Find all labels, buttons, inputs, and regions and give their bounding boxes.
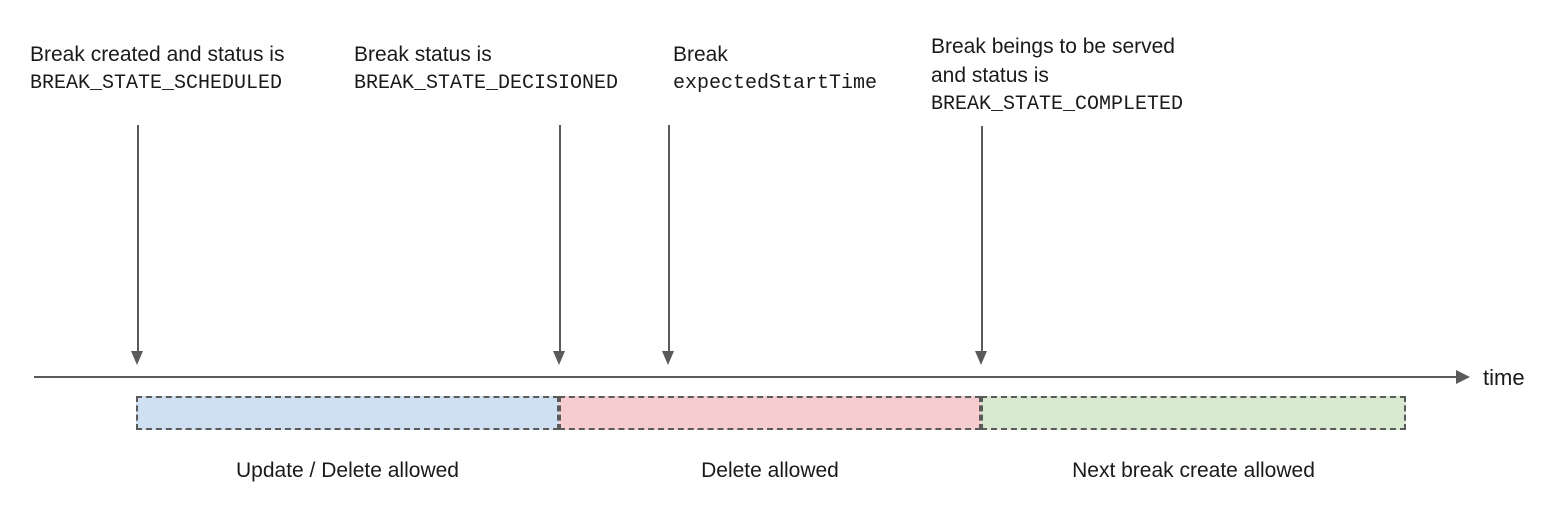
event-label-line: BREAK_STATE_COMPLETED	[931, 93, 1184, 116]
event-label-line: BREAK_STATE_SCHEDULED	[30, 72, 283, 95]
event-label-line: Break beings to be served	[931, 35, 1175, 58]
event-label-line: Break status is	[354, 43, 492, 66]
event-label-completed: Break beings to be served and status is …	[931, 32, 1183, 119]
phase-caption-next-break-create: Next break create allowed	[1072, 459, 1315, 482]
arrow-head	[131, 351, 143, 365]
arrow-head	[975, 351, 987, 365]
arrow-shaft	[137, 125, 139, 352]
phase-bar-update-delete	[136, 396, 559, 430]
arrow-shaft	[981, 126, 983, 352]
arrow-down-icon-expected-start-time	[662, 125, 675, 365]
event-label-line: expectedStartTime	[673, 72, 878, 95]
event-label-line: and status is	[931, 64, 1049, 87]
arrow-down-icon-scheduled	[131, 125, 144, 365]
axis-rule	[34, 376, 1457, 378]
phase-bar-next-break-create	[981, 396, 1406, 430]
arrow-shaft	[668, 125, 670, 352]
event-label-scheduled: Break created and status is BREAK_STATE_…	[30, 40, 284, 98]
arrow-head	[662, 351, 674, 365]
event-label-expected-start-time: Break expectedStartTime	[673, 40, 877, 98]
arrow-right-icon	[1456, 370, 1470, 384]
event-label-line: Break created and status is	[30, 43, 285, 66]
event-label-line: Break	[673, 43, 728, 66]
phase-caption-update-delete: Update / Delete allowed	[236, 459, 459, 482]
event-label-decisioned: Break status is BREAK_STATE_DECISIONED	[354, 40, 618, 98]
event-label-line: BREAK_STATE_DECISIONED	[354, 72, 619, 95]
arrow-down-icon-completed	[975, 126, 988, 365]
arrow-head	[553, 351, 565, 365]
arrow-down-icon-decisioned	[553, 125, 566, 365]
arrow-shaft	[559, 125, 561, 352]
axis-label-time: time	[1483, 365, 1525, 390]
phase-caption-delete-only: Delete allowed	[701, 459, 839, 482]
time-axis	[34, 370, 1470, 384]
phase-bar-delete-only	[559, 396, 981, 430]
